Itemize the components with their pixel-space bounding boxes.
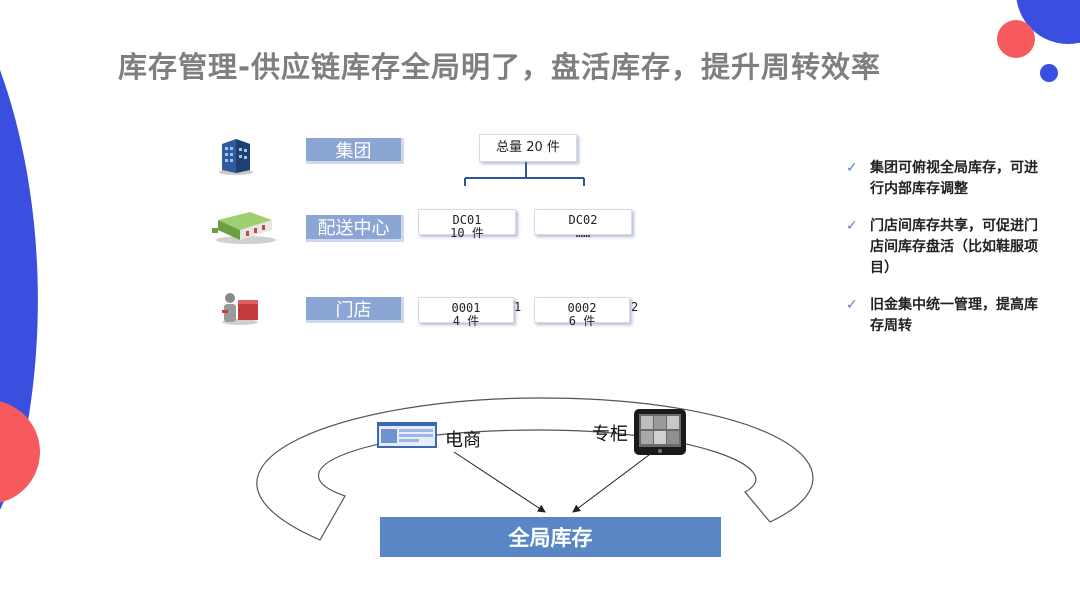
global-inventory-label: 全局库存 [508, 526, 593, 550]
bullet-item: ✓ 门店间库存共享，可促进门店间库存盘活（比如鞋服项目） [846, 216, 1046, 279]
hierarchy-connector [464, 162, 585, 186]
store-box-2-qty: 6 件 [568, 314, 596, 328]
dc-box-1-qty: 10 件 [450, 226, 484, 240]
store-box-2: 0002 6 件 [534, 297, 630, 328]
channel-label-ecommerce: 电商 [445, 430, 481, 451]
store-icon [222, 293, 258, 325]
decor-left-shapes [0, 70, 40, 510]
check-icon: ✓ [846, 160, 858, 176]
dc-box-2-code: DC02 [568, 213, 598, 227]
dc-box-2-qty: …… [575, 226, 591, 240]
dc-box-1-code: DC01 [452, 213, 482, 227]
channel-label-counter: 专柜 [592, 424, 628, 445]
bullet-text: 集团可俯视全局库存，可进行内部库存调整 [870, 160, 1038, 197]
tier-label-group: 集团 [306, 138, 404, 164]
building-icon [219, 139, 253, 175]
store-box-1-code: 0001 [451, 301, 481, 315]
bullet-item: ✓ 集团可俯视全局库存，可进行内部库存调整 [846, 158, 1046, 200]
store-box-1-side: 1 [514, 300, 522, 314]
slide-title: 库存管理-供应链库存全局明了，盘活库存，提升周转效率 [118, 50, 882, 84]
store-box-2-side: 2 [631, 300, 639, 314]
check-icon: ✓ [846, 297, 858, 313]
tier-label-store: 门店 [306, 297, 404, 323]
ecommerce-screenshot-icon [377, 422, 437, 448]
bullet-list: ✓ 集团可俯视全局库存，可进行内部库存调整 ✓ 门店间库存共享，可促进门店间库存… [846, 158, 1046, 353]
store-box-2-code: 0002 [567, 301, 597, 315]
store-box-1-qty: 4 件 [452, 314, 480, 328]
bullet-item: ✓ 旧金集中统一管理，提高库存周转 [846, 295, 1046, 337]
bullet-text: 旧金集中统一管理，提高库存周转 [870, 297, 1038, 334]
group-total-text: 总量 20 件 [496, 140, 560, 155]
tier-label-distribution-center: 配送中心 [306, 215, 404, 242]
warehouse-icon [212, 212, 276, 244]
check-icon: ✓ [846, 218, 858, 234]
dc-box-2: DC02 …… [534, 209, 632, 240]
dc-box-1: DC01 10 件 [418, 209, 516, 240]
store-box-1: 0001 4 件 [418, 297, 514, 328]
global-inventory-box: 全局库存 [380, 517, 721, 557]
tablet-icon [634, 409, 686, 455]
decor-top-right-shapes [997, 0, 1080, 82]
group-total-box: 总量 20 件 [479, 134, 577, 162]
bullet-text: 门店间库存共享，可促进门店间库存盘活（比如鞋服项目） [870, 218, 1038, 276]
